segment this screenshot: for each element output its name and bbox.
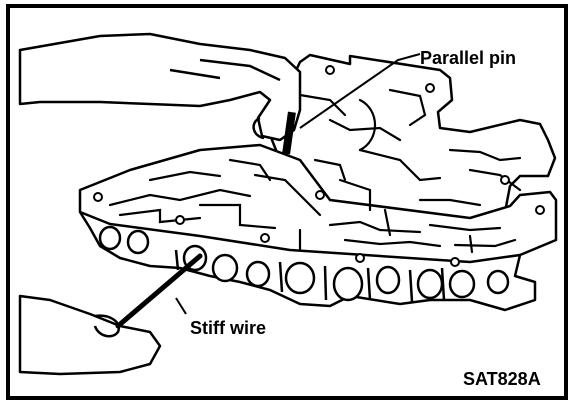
bolt-holes (93, 65, 545, 267)
stiff-wire-label: Stiff wire (190, 318, 266, 338)
side-holes (98, 225, 510, 302)
stiff-wire (115, 253, 203, 329)
side-partitions (174, 249, 446, 303)
oil-passages (108, 88, 522, 254)
lower-hand (18, 294, 162, 376)
stiff-wire-leader (175, 297, 187, 315)
parallel-pin-label: Parallel pin (420, 48, 516, 68)
upper-hand (18, 32, 302, 142)
parallel-pin-leader (299, 53, 421, 129)
figure-code: SAT828A (463, 369, 541, 389)
parallel-pin (282, 111, 296, 155)
leader-lines (175, 53, 421, 315)
